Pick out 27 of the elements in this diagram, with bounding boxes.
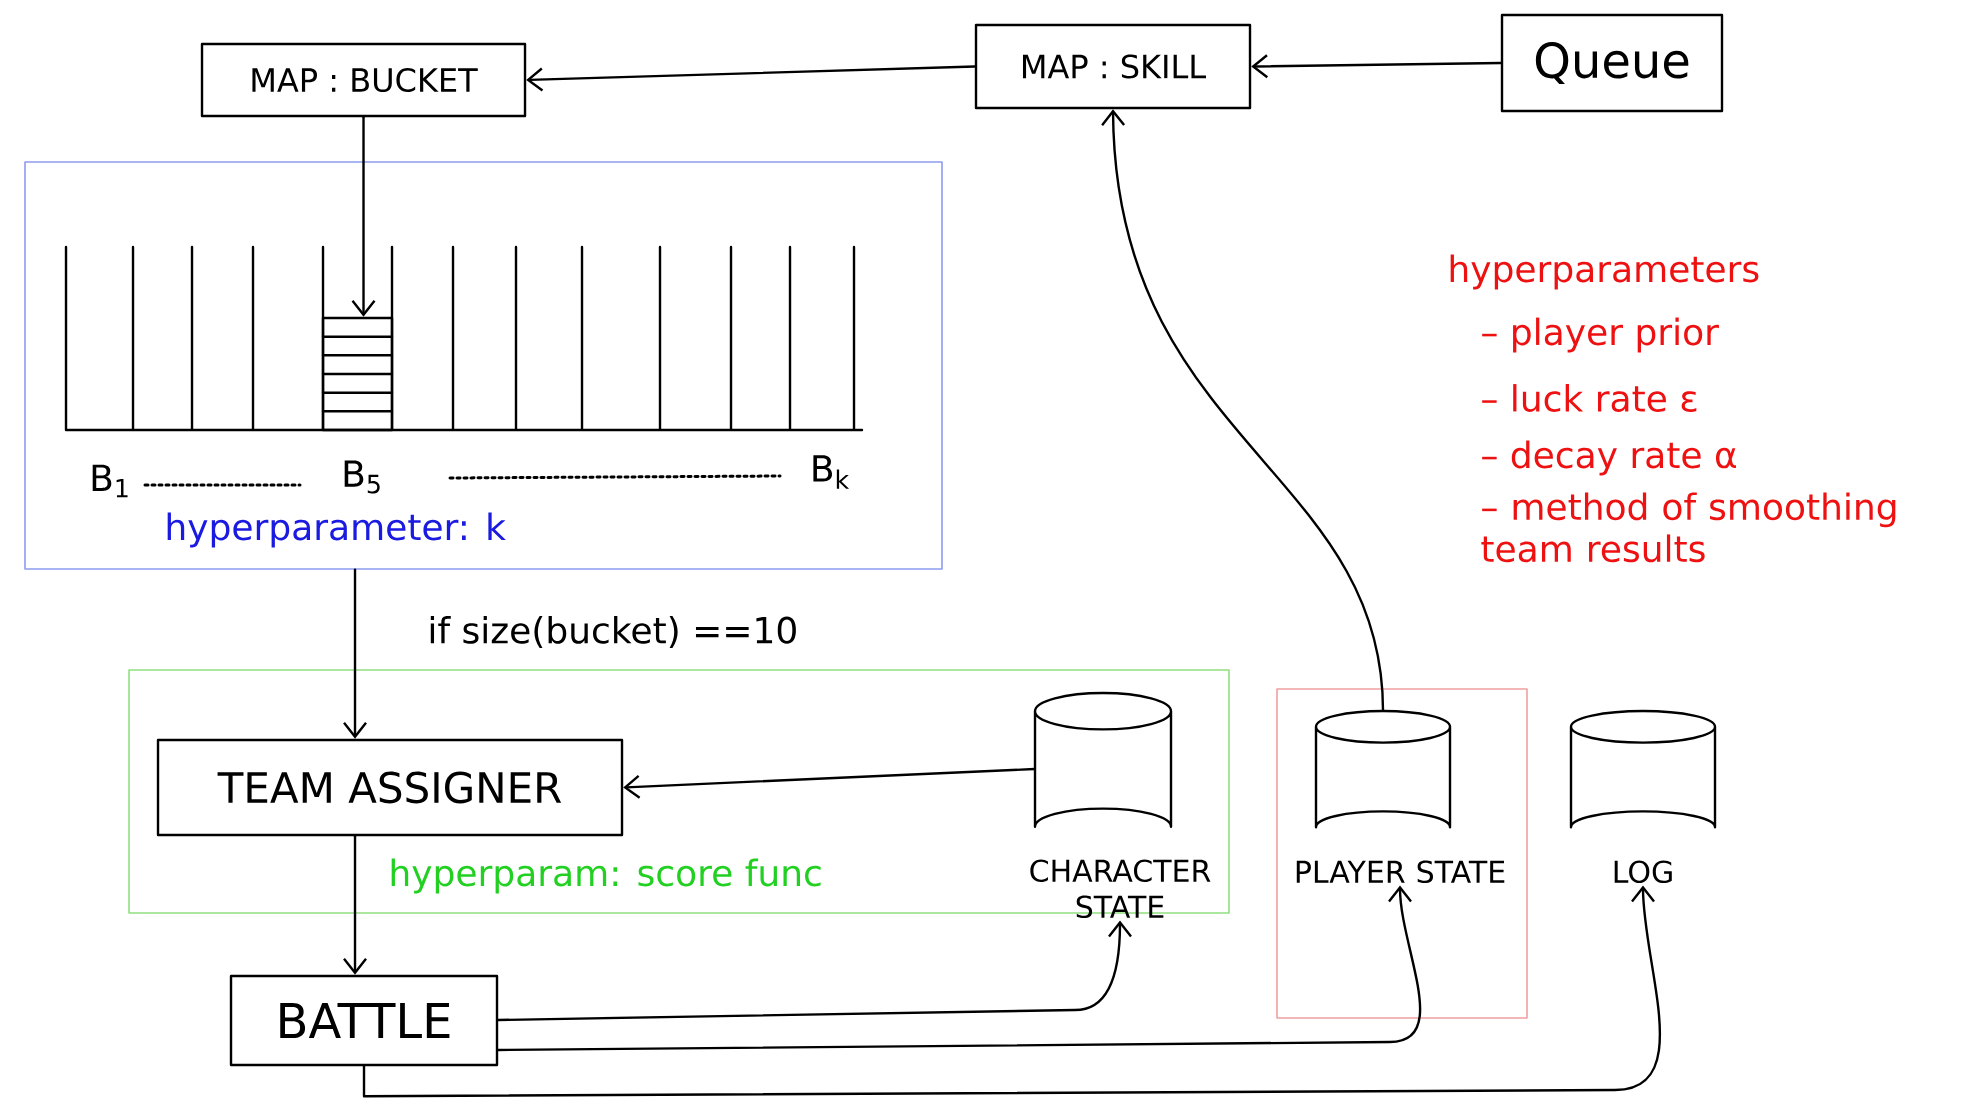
arrow: [497, 885, 1422, 1052]
database-cylinder: PLAYER STATE: [1296, 709, 1505, 884]
arrow: [343, 568, 367, 739]
edge-label: if size(bucket) ==10: [425, 613, 801, 651]
arrow: [362, 885, 1662, 1098]
arrow: [343, 835, 367, 975]
bucket-label: B$_{k}$: [813, 455, 850, 489]
arrow: [623, 767, 1036, 799]
note-item: – luck rate ε: [1482, 384, 1697, 412]
note-item: – player prior: [1482, 317, 1719, 353]
database-cylinder: LOG: [1569, 709, 1717, 884]
map-box: MAP : SKILL: [974, 23, 1252, 110]
note-item: – decay rate α: [1482, 440, 1737, 476]
note-heading: hyperparameters: [1450, 254, 1759, 290]
arrow: [1251, 54, 1502, 79]
arrow: [526, 65, 976, 92]
state-region: [1276, 688, 1528, 1019]
arrow: [1101, 109, 1385, 712]
process-box: BATTLE: [229, 974, 499, 1067]
note-item: – method of smoothing team results: [1481, 492, 1896, 563]
queue-box: Queue: [1500, 13, 1724, 113]
bucket-label: B$_{1}$: [92, 464, 128, 498]
bucket: [321, 316, 394, 432]
arrow: [497, 920, 1132, 1022]
process-box: TEAM ASSIGNER: [156, 738, 624, 837]
arrow: [351, 116, 376, 317]
map-box: MAP : BUCKET: [200, 42, 527, 118]
